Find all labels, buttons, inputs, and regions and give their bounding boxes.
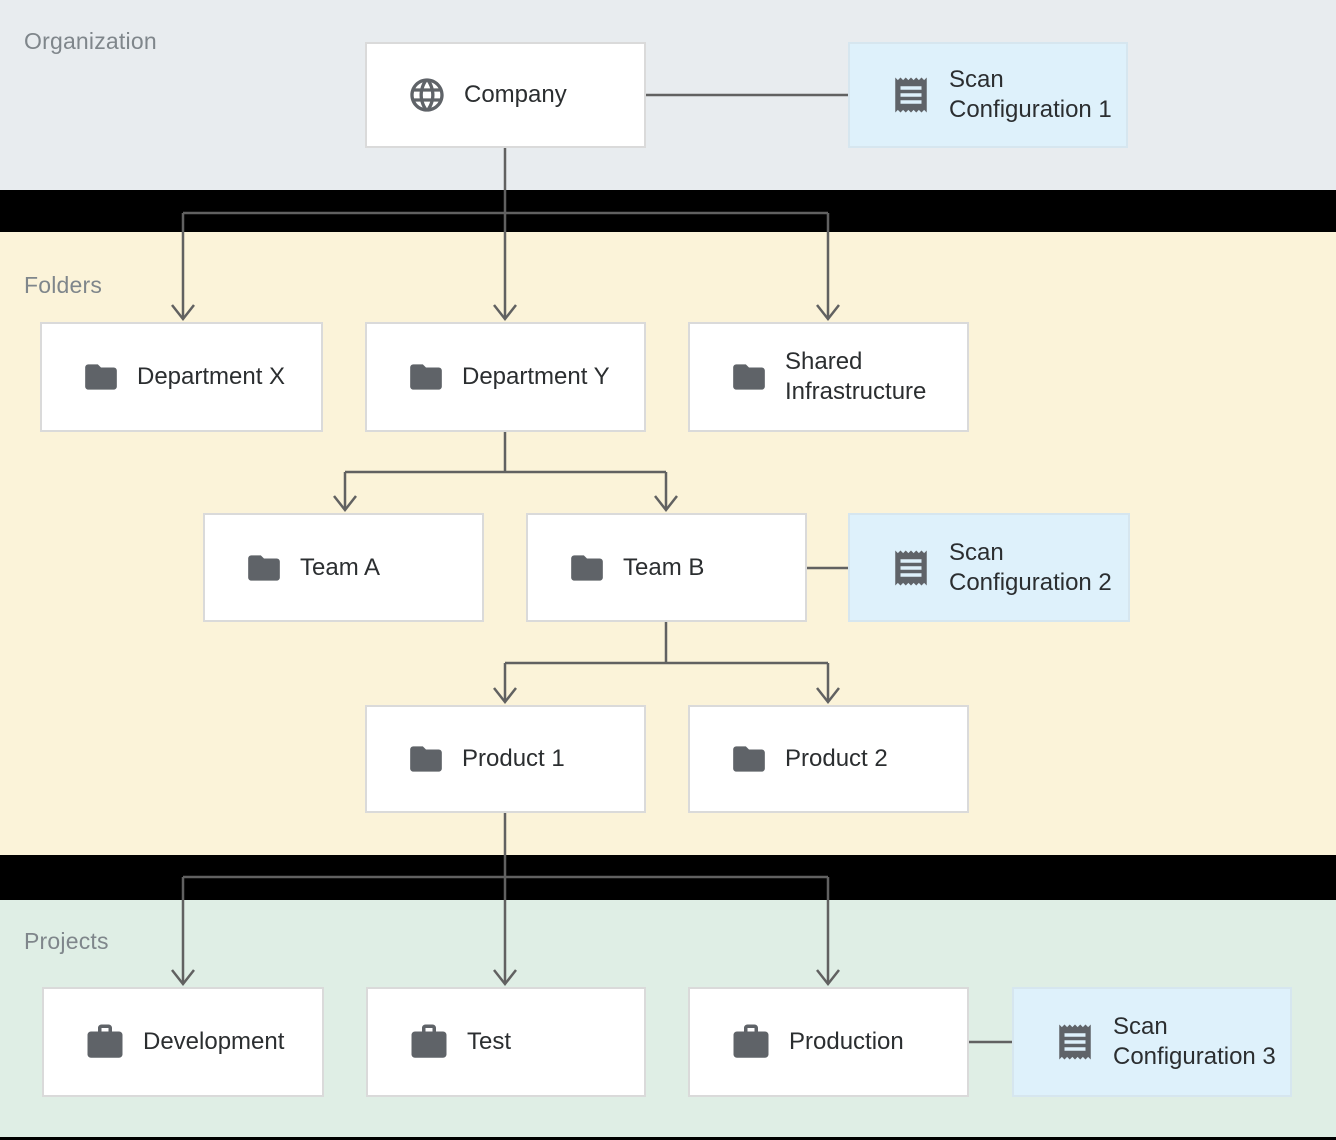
node-company: Company <box>365 42 646 148</box>
node-scan-configuration-2: Scan Configuration 2 <box>848 513 1130 622</box>
node-label: Team B <box>623 553 705 581</box>
folder-icon <box>568 549 606 587</box>
folders-band-label: Folders <box>24 272 103 298</box>
node-scan-configuration-3: Scan Configuration 3 <box>1012 987 1292 1097</box>
folder-icon <box>407 740 445 778</box>
node-label: Shared Infrastructure <box>785 348 927 405</box>
organization-band-label: Organization <box>24 28 157 54</box>
receipt-icon <box>1054 1021 1096 1063</box>
node-product-2: Product 2 <box>688 705 969 813</box>
node-label: Company <box>464 81 567 108</box>
node-department-x: Department X <box>40 322 323 432</box>
node-label: Scan Configuration 2 <box>949 538 1112 596</box>
node-label: Scan Configuration 3 <box>1113 1013 1276 1070</box>
node-department-y: Department Y <box>365 322 646 432</box>
node-scan-configuration-1: Scan Configuration 1 <box>848 42 1128 148</box>
node-label: Department Y <box>462 363 610 390</box>
briefcase-icon <box>408 1021 450 1063</box>
folder-icon <box>407 358 445 396</box>
node-team-a: Team A <box>203 513 484 622</box>
briefcase-icon <box>730 1021 772 1063</box>
folder-icon <box>82 358 120 396</box>
node-test: Test <box>366 987 646 1097</box>
node-label: Scan Configuration 1 <box>949 66 1112 123</box>
node-product-1: Product 1 <box>365 705 646 813</box>
folder-icon <box>730 740 768 778</box>
node-label: Production <box>789 1028 904 1055</box>
node-label: Development <box>143 1028 285 1055</box>
node-production: Production <box>688 987 969 1097</box>
projects-band-label: Projects <box>24 928 109 954</box>
folder-icon <box>245 549 283 587</box>
node-team-b: Team B <box>526 513 807 622</box>
receipt-icon <box>890 74 932 116</box>
receipt-icon <box>890 547 932 589</box>
node-label: Test <box>467 1028 512 1055</box>
globe-icon <box>407 75 447 115</box>
node-label: Product 2 <box>785 745 888 772</box>
node-label: Team A <box>300 553 381 581</box>
node-development: Development <box>42 987 324 1097</box>
briefcase-icon <box>84 1021 126 1063</box>
node-label: Product 1 <box>462 745 565 772</box>
node-label: Department X <box>137 363 286 390</box>
node-shared-infrastructure: Shared Infrastructure <box>688 322 969 432</box>
folder-icon <box>730 358 768 396</box>
